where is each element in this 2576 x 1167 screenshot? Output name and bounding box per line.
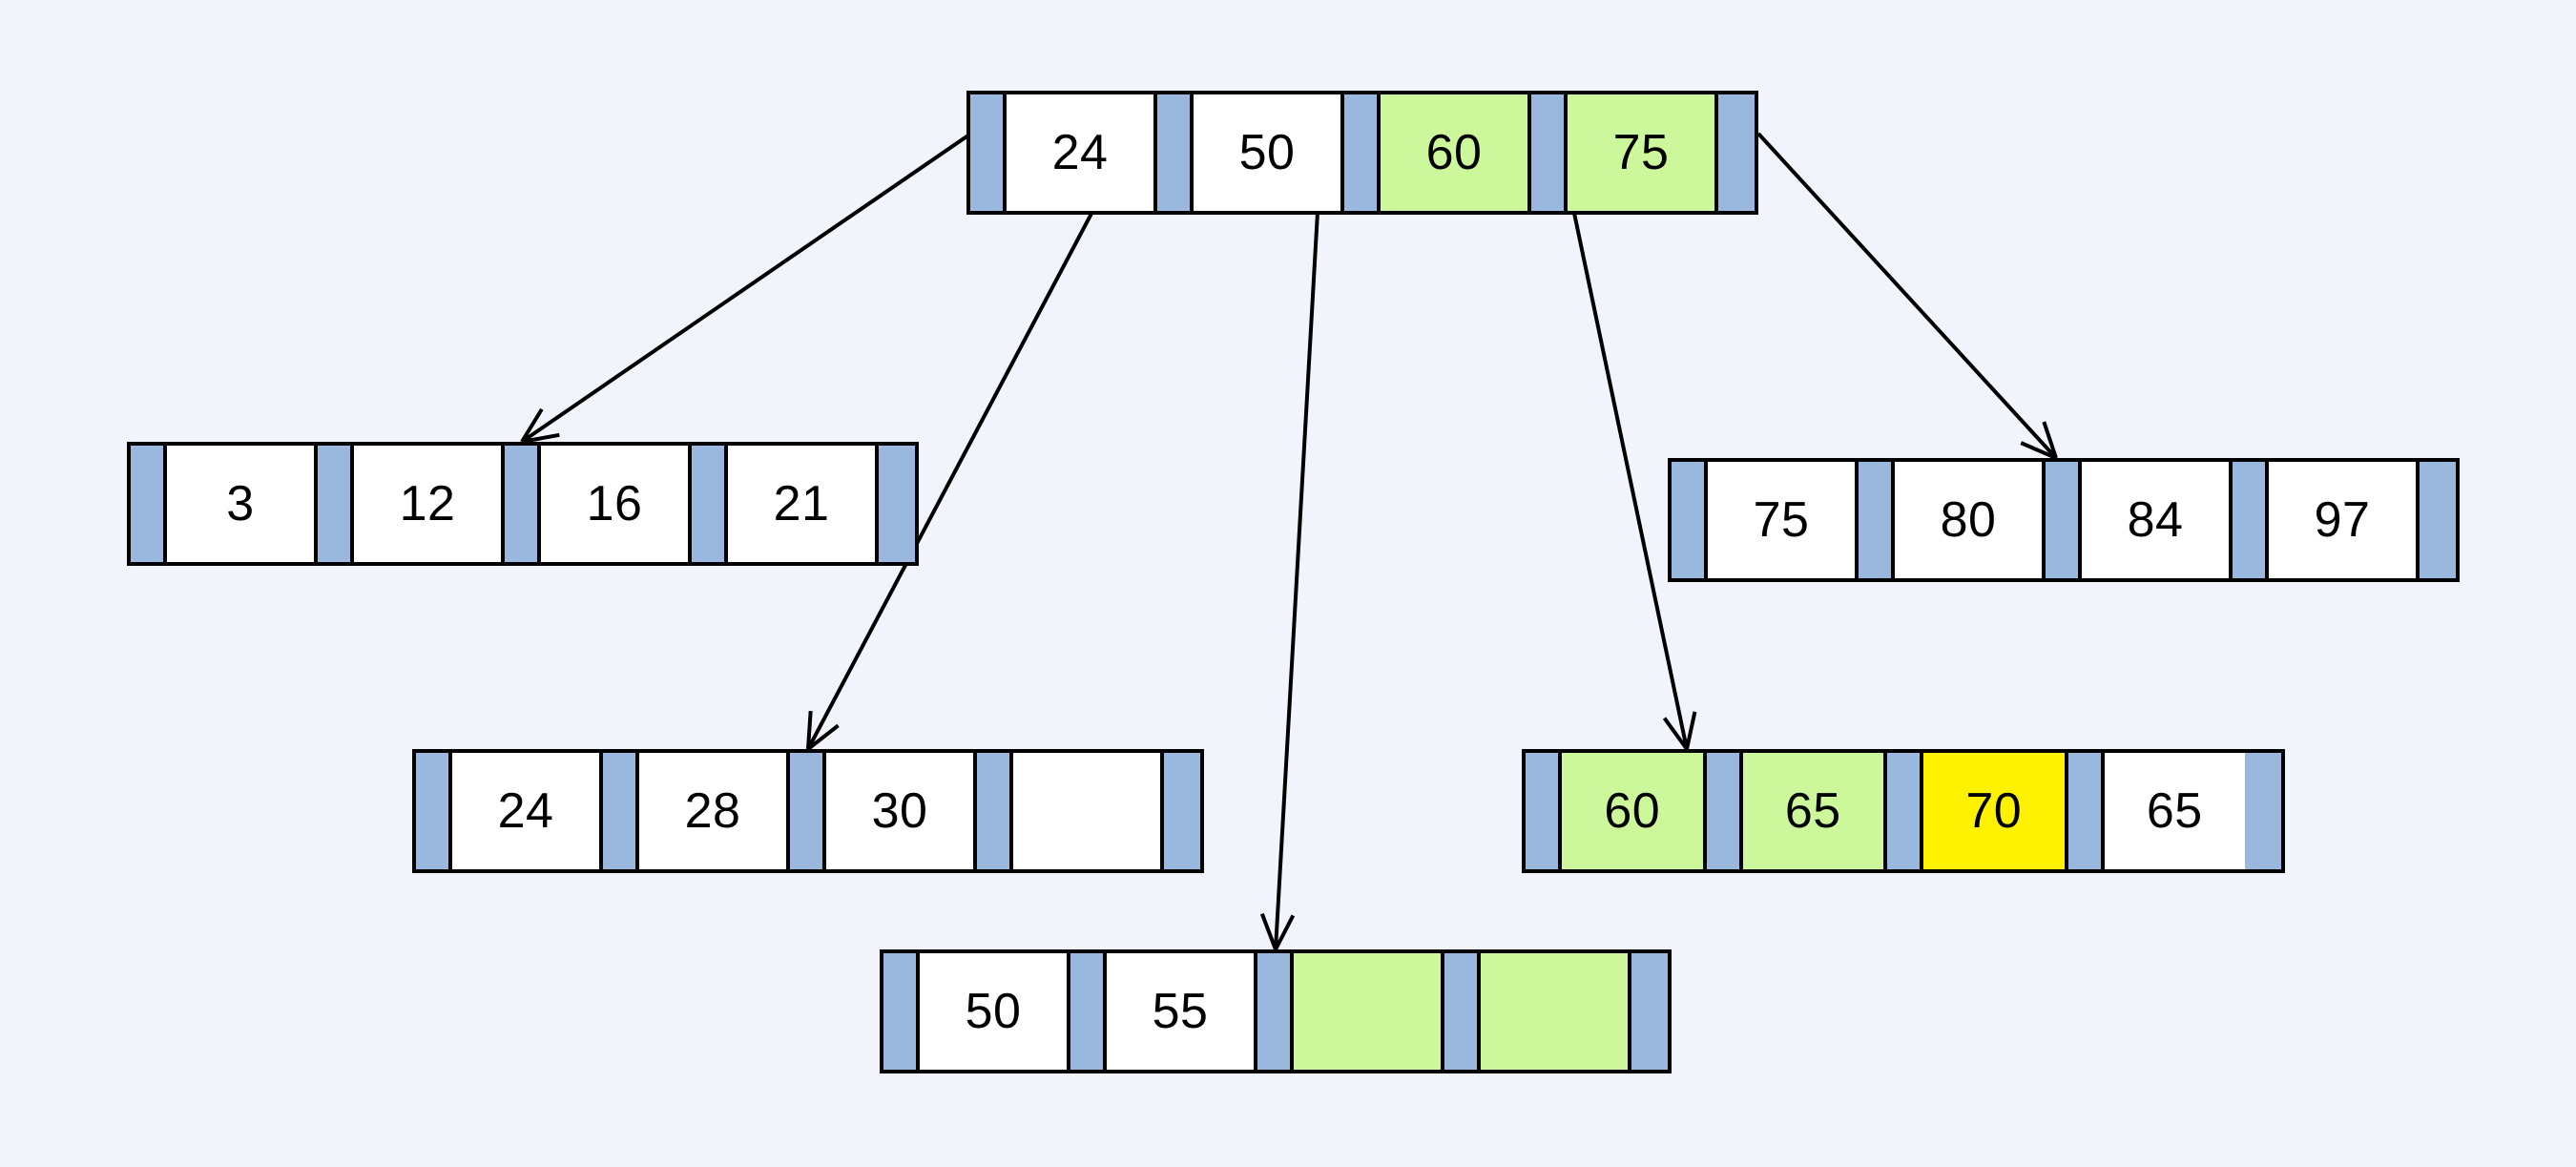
key-cell-leaf-3-21-1[interactable]: 12 — [354, 446, 505, 562]
key-cell-leaf-60-65-1[interactable]: 65 — [1742, 753, 1887, 869]
pointer-slot-leaf-60-65-2[interactable] — [1887, 753, 1923, 869]
key-cell-root-0[interactable]: 24 — [1007, 94, 1157, 211]
pointer-slot-leaf-3-21-1[interactable] — [318, 446, 354, 562]
arrowhead-barb-1 — [806, 710, 813, 750]
arrowhead-barb-1 — [1259, 912, 1278, 950]
pointer-slot-leaf-24-30-0[interactable] — [416, 753, 452, 869]
key-cell-leaf-75-97-0[interactable]: 75 — [1708, 462, 1859, 578]
pointer-slot-leaf-24-30-1[interactable] — [603, 753, 639, 869]
key-cell-leaf-50-55-1[interactable]: 55 — [1107, 953, 1257, 1070]
arrowhead-barb-0 — [2042, 421, 2058, 459]
pointer-slot-leaf-60-65-1[interactable] — [1706, 753, 1743, 869]
btree-node-leaf-60-65[interactable]: 60 65 70 65 — [1522, 749, 2285, 873]
btree-node-leaf-3-21[interactable]: 3 12 16 21 — [127, 442, 919, 566]
pointer-slot-leaf-50-55-3[interactable] — [1444, 953, 1481, 1070]
key-cell-leaf-50-55-2[interactable] — [1294, 953, 1444, 1070]
pointer-slot-leaf-3-21-3[interactable] — [692, 446, 728, 562]
pointer-slot-leaf-24-30-2[interactable] — [790, 753, 826, 869]
arrowhead-barb-0 — [1685, 711, 1697, 750]
btree-node-leaf-24-30[interactable]: 24 28 30 — [412, 749, 1204, 873]
edge-line — [1756, 132, 2058, 460]
arrowhead-barb-0 — [806, 723, 840, 751]
pointer-slot-leaf-50-55-4[interactable] — [1631, 953, 1668, 1070]
key-cell-leaf-60-65-3[interactable]: 65 — [2104, 753, 2245, 869]
btree-node-root[interactable]: 24 50 60 75 — [966, 91, 1758, 215]
pointer-slot-leaf-3-21-4[interactable] — [879, 446, 915, 562]
pointer-slot-leaf-3-21-0[interactable] — [131, 446, 167, 562]
edge-root-to-leaf-50-55 — [1259, 144, 1323, 950]
arrowhead-barb-0 — [1274, 914, 1296, 950]
pointer-slot-leaf-50-55-1[interactable] — [1070, 953, 1107, 1070]
key-cell-leaf-60-65-0[interactable]: 60 — [1562, 753, 1707, 869]
btree-node-leaf-50-55[interactable]: 50 55 — [880, 949, 1672, 1073]
pointer-slot-root-0[interactable] — [970, 94, 1007, 211]
pointer-slot-leaf-60-65-3[interactable] — [2067, 753, 2105, 869]
pointer-slot-leaf-50-55-2[interactable] — [1257, 953, 1294, 1070]
arrowhead-barb-1 — [1662, 717, 1689, 751]
edge-root-to-leaf-75-97 — [1756, 132, 2058, 460]
key-cell-leaf-24-30-0[interactable]: 24 — [452, 753, 603, 869]
pointer-slot-root-4[interactable] — [1718, 94, 1755, 211]
pointer-slot-root-1[interactable] — [1157, 94, 1194, 211]
key-cell-root-2[interactable]: 60 — [1381, 94, 1531, 211]
key-cell-leaf-24-30-3[interactable] — [1013, 753, 1164, 869]
pointer-slot-leaf-75-97-1[interactable] — [1859, 462, 1895, 578]
btree-node-leaf-75-97[interactable]: 75 80 84 97 — [1668, 458, 2460, 582]
pointer-slot-leaf-3-21-2[interactable] — [505, 446, 541, 562]
key-cell-leaf-75-97-1[interactable]: 80 — [1895, 462, 2046, 578]
pointer-slot-root-2[interactable] — [1344, 94, 1381, 211]
pointer-slot-leaf-75-97-0[interactable] — [1672, 462, 1708, 578]
edge-line — [520, 129, 977, 444]
pointer-slot-leaf-75-97-3[interactable] — [2233, 462, 2269, 578]
edge-root-to-leaf-3-21 — [520, 129, 977, 444]
pointer-slot-root-3[interactable] — [1531, 94, 1568, 211]
key-cell-leaf-3-21-2[interactable]: 16 — [541, 446, 692, 562]
key-cell-leaf-50-55-0[interactable]: 50 — [920, 953, 1070, 1070]
key-cell-leaf-50-55-3[interactable] — [1481, 953, 1631, 1070]
pointer-slot-leaf-75-97-2[interactable] — [2046, 462, 2082, 578]
key-cell-leaf-3-21-0[interactable]: 3 — [167, 446, 318, 562]
edge-root-to-leaf-60-65 — [1558, 144, 1697, 751]
arrowhead-barb-1 — [520, 407, 544, 444]
key-cell-root-3[interactable]: 75 — [1568, 94, 1718, 211]
pointer-slot-leaf-24-30-4[interactable] — [1164, 753, 1200, 869]
pointer-slot-leaf-75-97-4[interactable] — [2420, 462, 2456, 578]
pointer-slot-leaf-24-30-3[interactable] — [977, 753, 1013, 869]
key-cell-leaf-60-65-2[interactable]: 70 — [1923, 753, 2068, 869]
edge-line — [1274, 144, 1323, 950]
key-cell-leaf-24-30-2[interactable]: 30 — [826, 753, 977, 869]
key-cell-leaf-75-97-3[interactable]: 97 — [2269, 462, 2420, 578]
key-cell-leaf-3-21-3[interactable]: 21 — [728, 446, 879, 562]
key-cell-root-1[interactable]: 50 — [1194, 94, 1344, 211]
arrowhead-barb-0 — [521, 432, 560, 444]
edge-line — [1558, 144, 1689, 750]
arrowhead-barb-1 — [2020, 441, 2057, 460]
key-cell-leaf-75-97-2[interactable]: 84 — [2082, 462, 2233, 578]
pointer-slot-leaf-60-65-0[interactable] — [1526, 753, 1562, 869]
key-cell-leaf-24-30-1[interactable]: 28 — [639, 753, 790, 869]
pointer-slot-leaf-50-55-0[interactable] — [883, 953, 920, 1070]
pointer-slot-leaf-60-65-4[interactable] — [2245, 753, 2281, 869]
